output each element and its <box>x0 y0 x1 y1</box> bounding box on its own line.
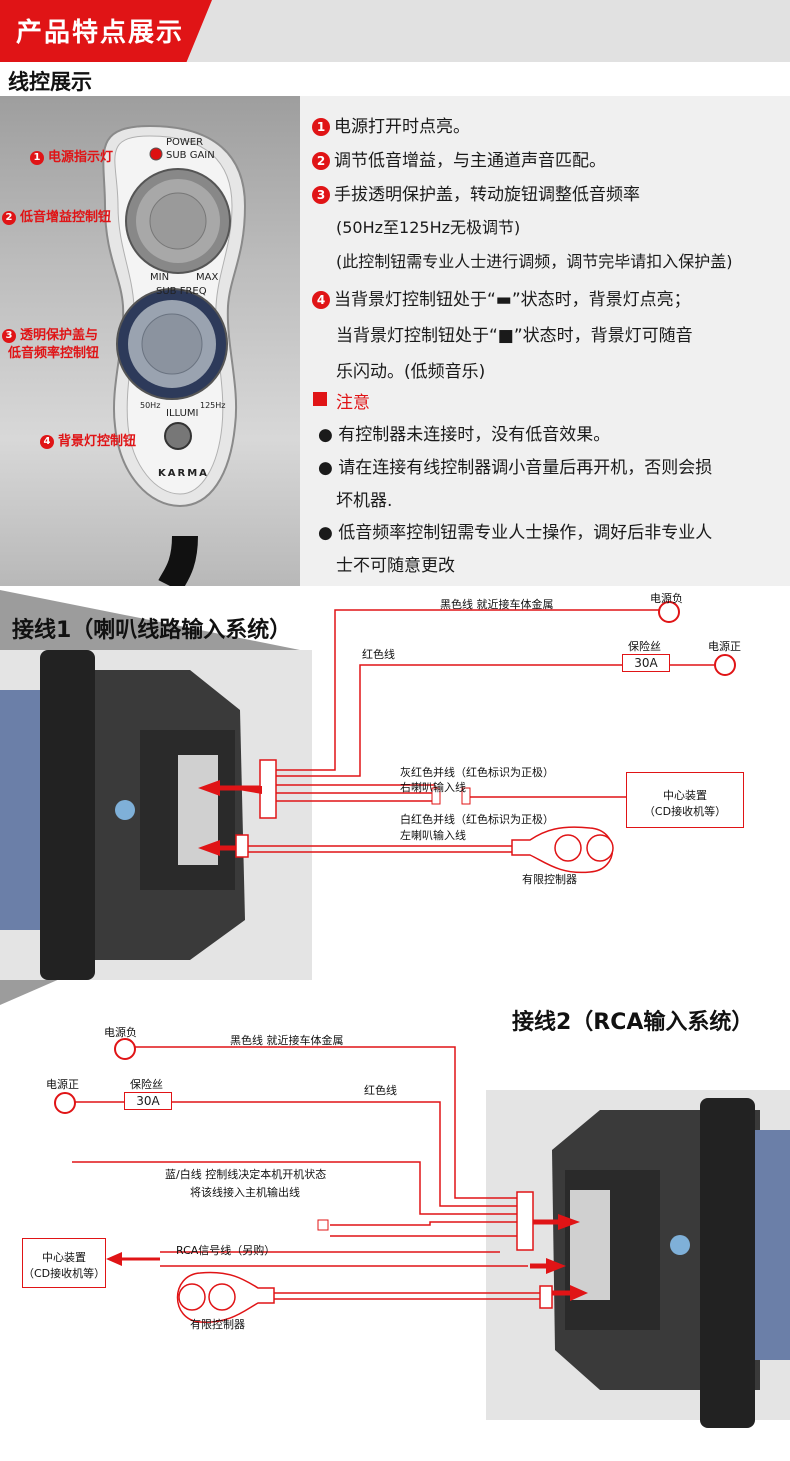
center-unit-label-2: （CD接收机等） <box>643 805 727 818</box>
note-3-line2: 士不可随意更改 <box>336 556 455 576</box>
bullet-icon: ● <box>318 523 339 543</box>
power-pos-terminal-icon-2 <box>54 1092 76 1114</box>
bullet-icon: ● <box>318 425 339 445</box>
feature-num-2: 2 <box>312 152 330 170</box>
callout-text-illumi: 背景灯控制钮 <box>58 434 137 449</box>
note-3: ● 低音频率控制钮需专业人士操作，调好后非专业人 <box>318 518 712 543</box>
label-50hz: 50Hz <box>140 401 161 410</box>
wiring1-left-speaker-label: 左喇叭输入线 <box>400 829 466 842</box>
feature-num-3: 3 <box>312 186 330 204</box>
feature-text-2: 调节低音增益，与主通道声音匹配。 <box>334 151 606 171</box>
remote-photo: POWER SUB GAIN MIN MAX SUB FREQ 50Hz ILL… <box>0 96 300 586</box>
wiring1-fuse-label: 保险丝 <box>628 640 661 653</box>
feature-3-line2: (50Hz至125Hz无极调节) <box>336 218 521 237</box>
label-125hz: 125Hz <box>200 401 226 410</box>
note-1: ● 有控制器未连接时，没有低音效果。 <box>318 420 610 445</box>
wiring1-gray-red-label: 灰红色并线（红色标识为正极） <box>400 766 554 779</box>
wiring2-black-wire-label: 黑色线 就近接车体金属 <box>230 1034 344 1047</box>
wiring1-power-neg-label: 电源负 <box>650 592 683 605</box>
wiring2-rca-label: RCA信号线（另购） <box>176 1244 276 1257</box>
fuse-box-1: 30A <box>622 654 670 672</box>
wiring2-blue-white-label: 蓝/白线 控制线决定本机开机状态 <box>165 1168 327 1181</box>
wiring2-diagram <box>72 1046 790 1428</box>
callout-freq-knob-line2: 低音频率控制钮 <box>8 346 100 361</box>
page-title: 产品特点展示 <box>16 18 185 48</box>
callout-num-4: 4 <box>40 435 54 449</box>
wiring1-controller-label: 有限控制器 <box>522 873 577 886</box>
note-title: 注意 <box>336 393 370 413</box>
power-pos-terminal-icon <box>714 654 736 676</box>
note-text-2: 请在连接有线控制器调小音量后再开机，否则会损 <box>338 458 713 478</box>
feature-4-line3: 乐闪动。(低频音乐) <box>336 362 486 382</box>
callout-power-led: 1 电源指示灯 <box>30 146 113 165</box>
feature-num-4: 4 <box>312 291 330 309</box>
section-title-wire-control: 线控展示 <box>8 70 92 94</box>
remote-device-illustration <box>102 124 247 586</box>
wiring1-diagram <box>0 590 714 1005</box>
label-power: POWER <box>166 137 204 148</box>
header-red-banner <box>0 0 212 62</box>
center-unit-box-2: 中心装置 （CD接收机等） <box>22 1238 106 1288</box>
label-sub-gain: SUB GAIN <box>166 150 215 161</box>
brand-logo: KARMA <box>158 468 209 479</box>
callout-text-gain-knob: 低音增益控制钮 <box>20 210 112 225</box>
center-unit-box-1: 中心装置 （CD接收机等） <box>626 772 744 828</box>
feature-text-4: 当背景灯控制钮处于“▬”状态时，背景灯点亮； <box>334 290 691 310</box>
feature-text-3: 手拔透明保护盖，转动旋钮调整低音频率 <box>334 185 640 205</box>
wiring1-title: 接线1（喇叭线路输入系统） <box>12 618 292 643</box>
callout-text-power-led: 电源指示灯 <box>48 150 114 165</box>
label-sub-freq: SUB FREQ <box>156 286 207 297</box>
label-max: MAX <box>196 272 219 283</box>
wiring1-white-red-label: 白红色并线（红色标识为正极） <box>400 813 554 826</box>
feature-3-line3: (此控制钮需专业人士进行调频，调节完毕请扣入保护盖) <box>336 252 733 271</box>
callout-text-freq-1: 透明保护盖与 <box>20 328 99 343</box>
bullet-icon: ● <box>318 458 339 478</box>
feature-panel <box>300 96 790 586</box>
note-2: ● 请在连接有线控制器调小音量后再开机，否则会损 <box>318 453 712 478</box>
wiring2-title: 接线2（RCA输入系统） <box>512 1010 754 1035</box>
note-text-3: 低音频率控制钮需专业人士操作，调好后非专业人 <box>338 523 713 543</box>
wiring1-power-pos-label: 电源正 <box>708 640 741 653</box>
feature-num-1: 1 <box>312 118 330 136</box>
callout-gain-knob: 2 低音增益控制钮 <box>2 206 111 225</box>
wiring2-red-wire-label: 红色线 <box>364 1084 397 1097</box>
wiring1-right-speaker-label: 右喇叭输入线 <box>400 781 466 794</box>
center-unit-label-1: 中心装置 <box>663 789 707 802</box>
power-neg-terminal-icon-2 <box>114 1038 136 1060</box>
note-text-1: 有控制器未连接时，没有低音效果。 <box>338 425 611 445</box>
callout-num-3: 3 <box>2 329 16 343</box>
feature-text-1: 电源打开时点亮。 <box>334 117 470 137</box>
callout-freq-knob: 3 透明保护盖与 <box>2 324 98 343</box>
label-min: MIN <box>150 272 170 283</box>
wiring1-red-wire-label: 红色线 <box>362 648 395 661</box>
callout-num-1: 1 <box>30 151 44 165</box>
center-unit-label-3: 中心装置 <box>42 1251 86 1264</box>
callout-num-2: 2 <box>2 211 16 225</box>
wiring2-power-neg-label: 电源负 <box>104 1026 137 1039</box>
fuse-box-2: 30A <box>124 1092 172 1110</box>
note-2-line2: 坏机器. <box>336 491 393 511</box>
wiring2-fuse-label: 保险丝 <box>130 1078 163 1091</box>
wiring2-controller-label: 有限控制器 <box>190 1318 245 1331</box>
note-square-icon <box>313 392 327 406</box>
label-illumi: ILLUMI <box>166 408 199 419</box>
wiring2-power-pos-label: 电源正 <box>46 1078 79 1091</box>
feature-4-line2: 当背景灯控制钮处于“■”状态时，背景灯可随音 <box>336 326 693 346</box>
wiring1-black-wire-label: 黑色线 就近接车体金属 <box>440 598 554 611</box>
center-unit-label-4: （CD接收机等） <box>23 1267 106 1280</box>
power-neg-terminal-icon <box>658 601 680 623</box>
wiring2-blue-white-label-2: 将该线接入主机输出线 <box>190 1186 300 1199</box>
callout-illumi: 4 背景灯控制钮 <box>40 430 136 449</box>
